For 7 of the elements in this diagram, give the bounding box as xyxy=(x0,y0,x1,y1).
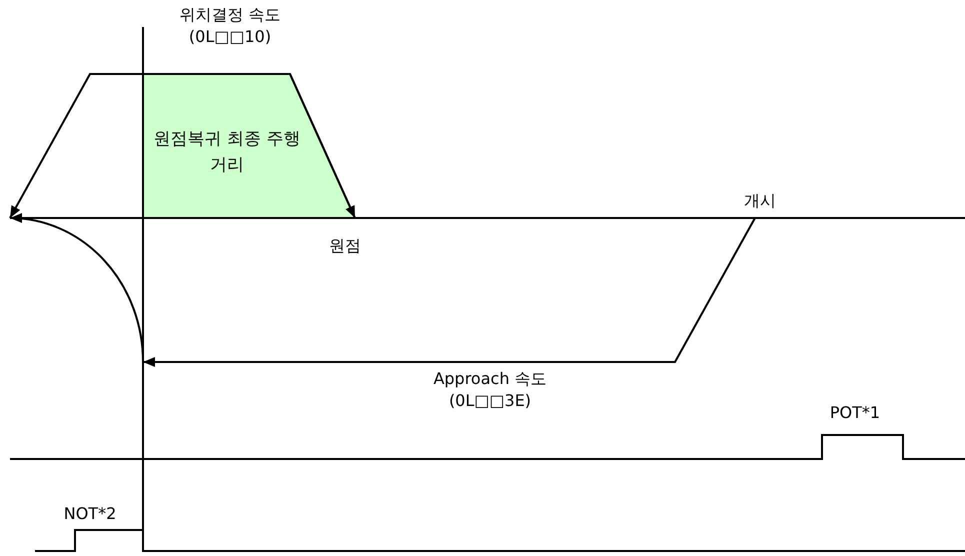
signal-label: POT*1 xyxy=(828,402,882,424)
area-label: 원점복귀 최종 주행거리 xyxy=(152,128,302,177)
origin-label: 원점 xyxy=(328,235,362,257)
speed-label: 위치결정 속도 (0L□□10) xyxy=(178,4,282,48)
speed-label: Approach 속도 (0L□□3E) xyxy=(432,368,548,412)
signal-label: NOT*2 xyxy=(62,503,118,525)
start-label: 개시 xyxy=(743,190,777,212)
